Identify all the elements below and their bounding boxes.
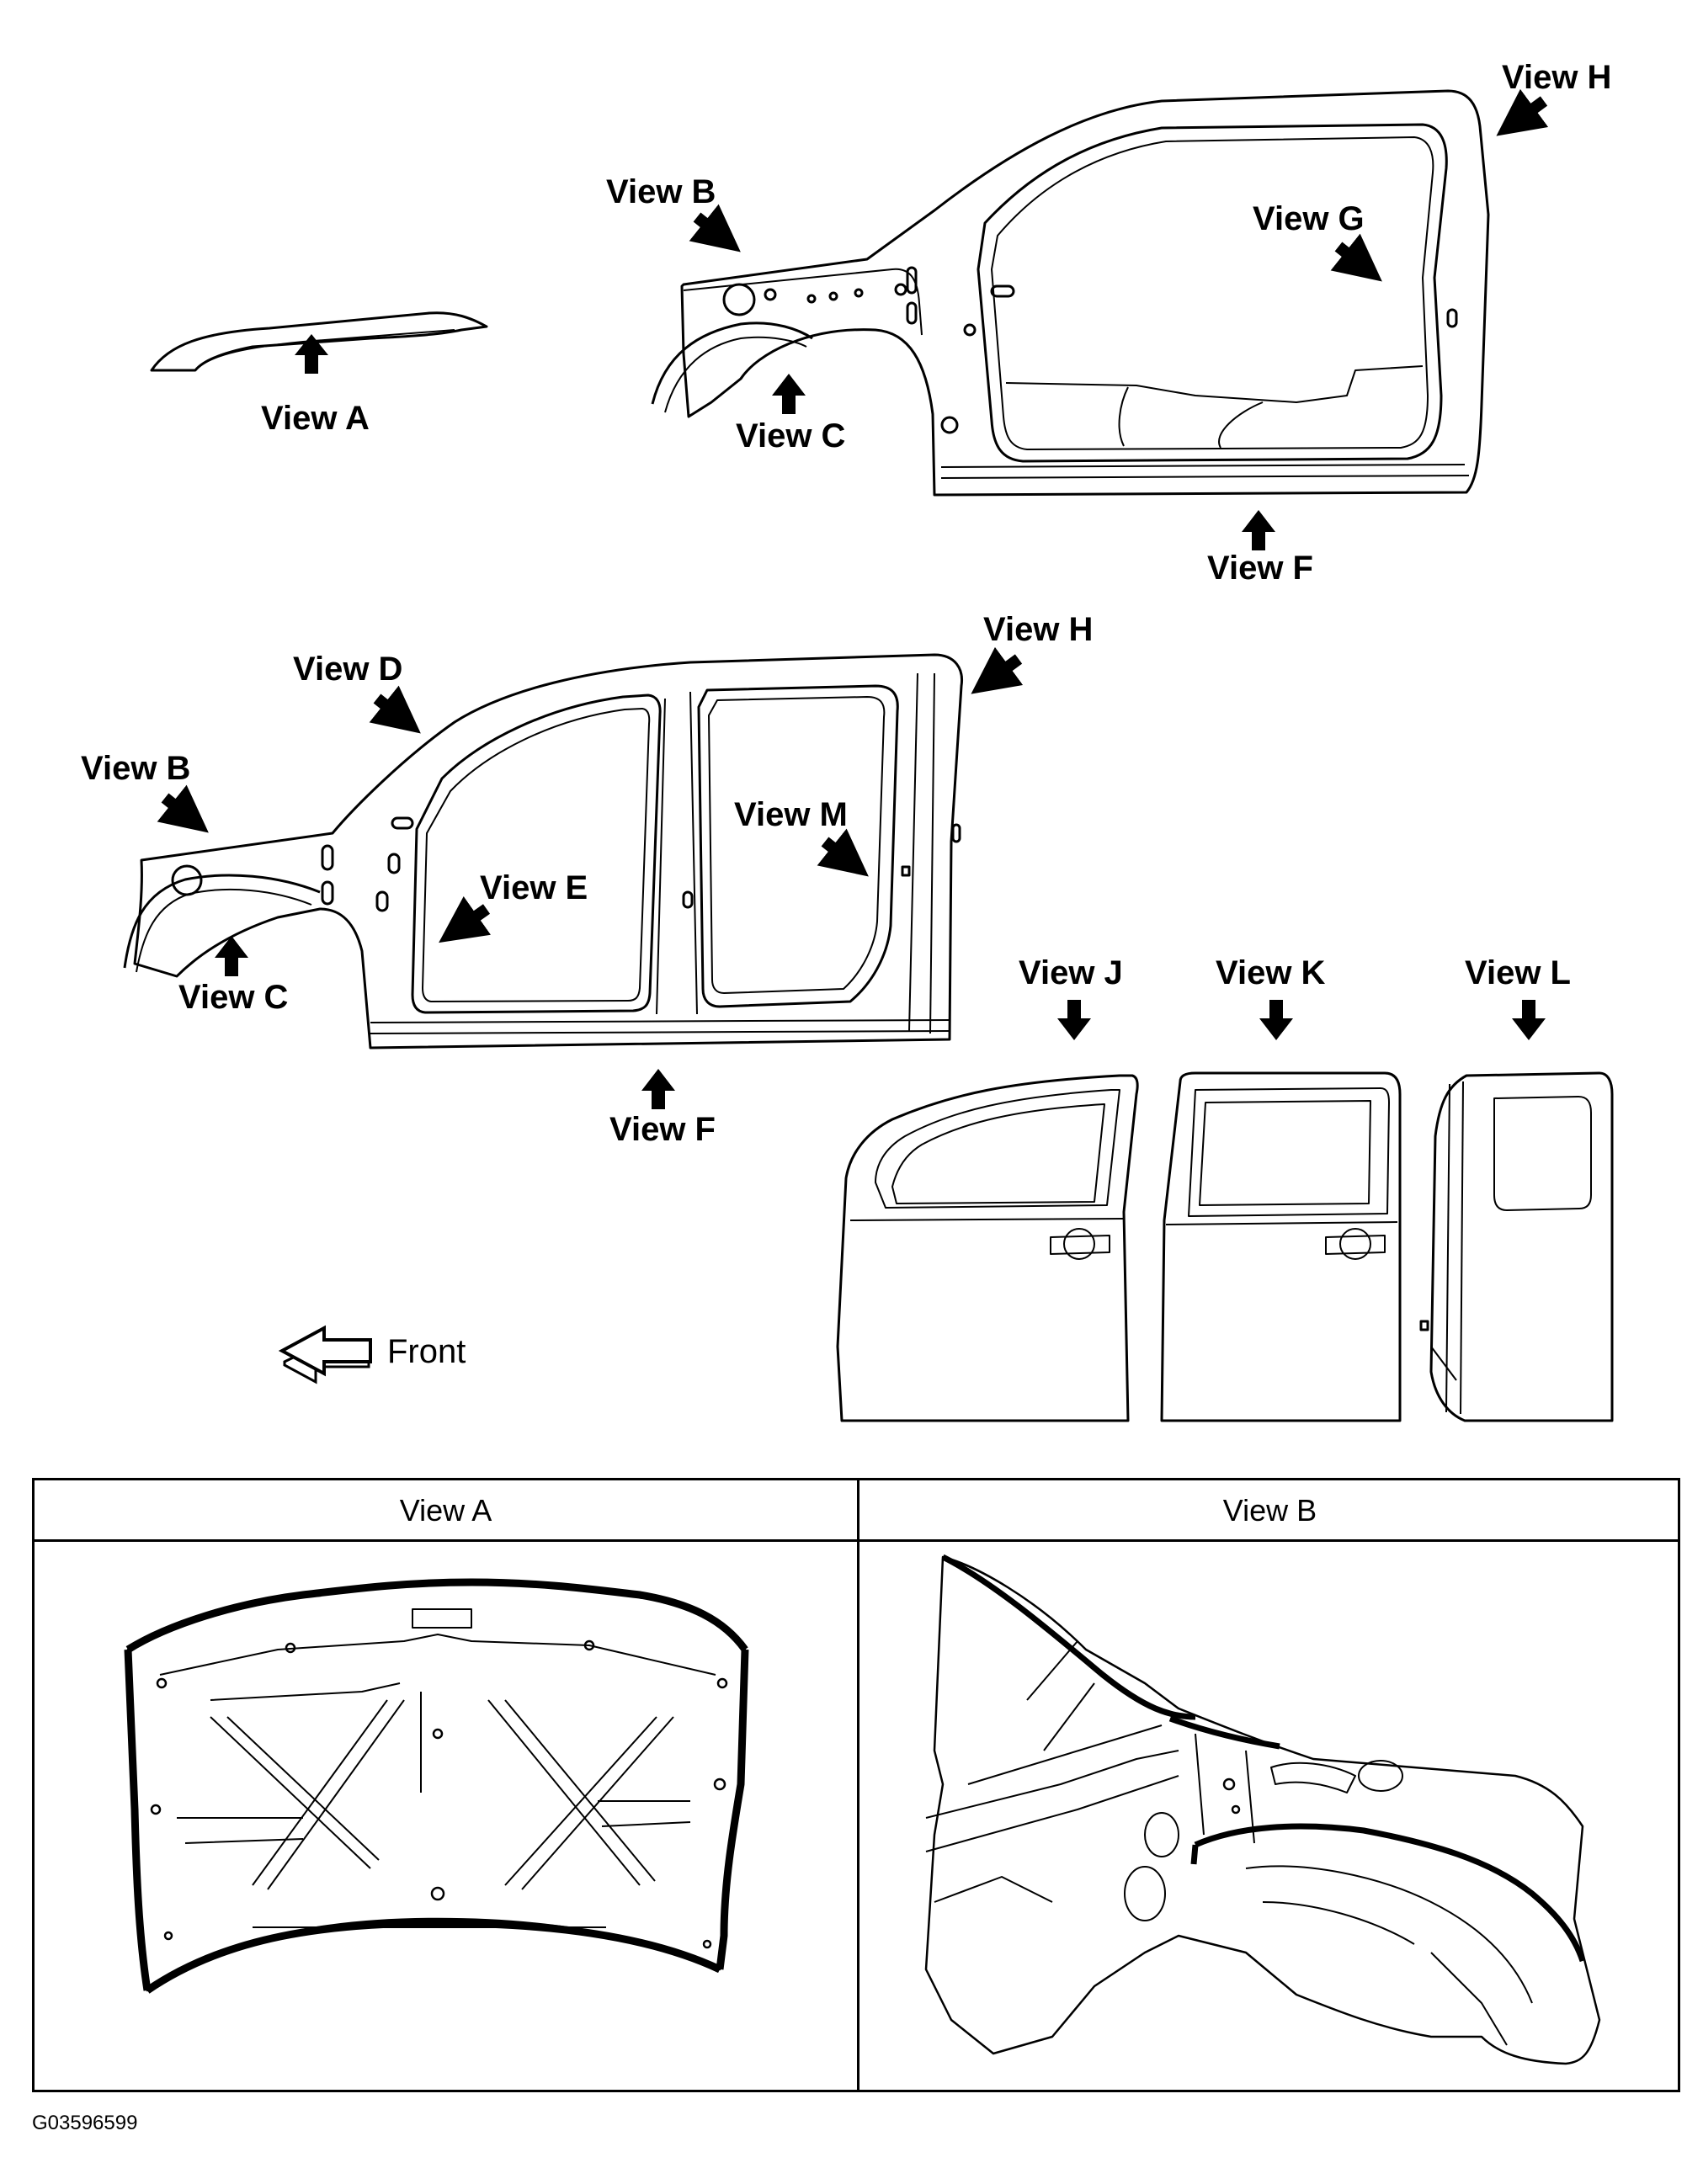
label-view-b: View B	[606, 173, 716, 210]
label-view-b: View B	[81, 750, 191, 787]
door-views	[836, 1071, 1614, 1422]
label-view-l: View L	[1465, 954, 1571, 991]
figure-id: G03596599	[32, 2112, 138, 2134]
arrow-view-f-top	[1242, 510, 1275, 550]
label-view-j: View J	[1019, 954, 1123, 991]
label-view-f: View F	[1207, 550, 1313, 587]
crew-cab-body-side	[123, 653, 964, 1049]
table-header-divider	[35, 1539, 1678, 1542]
arrow-view-f-mid	[641, 1069, 675, 1109]
label-view-h: View H	[1502, 59, 1612, 96]
arrow-view-b-top	[689, 204, 741, 252]
label-view-g: View G	[1253, 200, 1365, 237]
detail-views-table: View A View B	[32, 1478, 1680, 2092]
label-view-c: View C	[178, 979, 289, 1016]
rear-door	[1160, 1071, 1402, 1422]
view-arrows-diagonal	[157, 88, 1549, 943]
table-header-view-b: View B	[1222, 1493, 1317, 1528]
regular-cab-body-side	[651, 89, 1490, 497]
view-b-fender-detail	[924, 1554, 1601, 2065]
arrow-view-g	[1330, 233, 1382, 282]
table-header-view-a: View A	[399, 1493, 492, 1528]
label-view-a: View A	[261, 400, 370, 437]
arrow-view-c-mid	[215, 936, 248, 976]
label-view-h: View H	[983, 611, 1094, 648]
arrow-view-e	[439, 895, 492, 943]
front-label: Front	[387, 1333, 466, 1370]
label-view-c: View C	[736, 417, 846, 454]
table-column-divider	[857, 1480, 859, 2090]
label-view-f: View F	[609, 1111, 716, 1148]
arrow-view-l	[1512, 1000, 1546, 1040]
arrow-view-a	[295, 334, 328, 374]
front-arrow-icon	[278, 1325, 372, 1384]
label-view-d: View D	[293, 651, 403, 688]
arrow-view-c-top	[772, 374, 806, 414]
arrow-view-b-mid	[157, 784, 209, 833]
hood-side-profile	[150, 311, 488, 372]
arrow-view-d	[369, 685, 421, 734]
label-view-k: View K	[1216, 954, 1326, 991]
cab-door	[1429, 1071, 1614, 1422]
label-view-m: View M	[734, 796, 848, 833]
front-door	[836, 1074, 1139, 1422]
arrow-view-m	[817, 828, 869, 877]
arrow-view-h-top	[1496, 88, 1549, 136]
view-arrows	[215, 334, 1546, 1109]
label-view-e: View E	[480, 869, 588, 906]
arrow-view-h-mid	[971, 646, 1024, 694]
view-a-hood-detail	[124, 1578, 749, 1994]
arrow-view-k	[1259, 1000, 1293, 1040]
arrow-view-j	[1057, 1000, 1091, 1040]
